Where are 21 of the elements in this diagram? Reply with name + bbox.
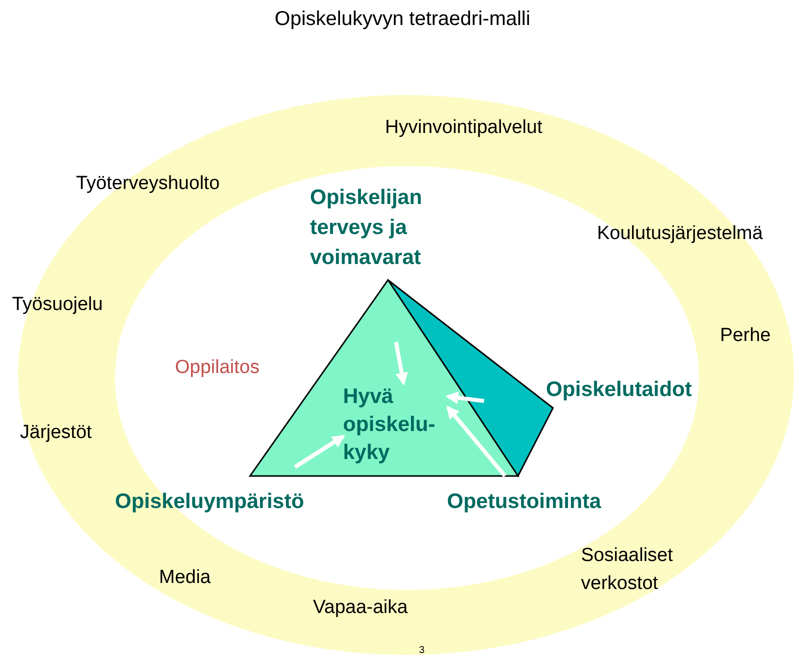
ring-label: Hyvinvointipalvelut	[385, 117, 542, 139]
ring-label: Media	[159, 567, 211, 589]
diagram-title: Opiskelukyvyn tetraedri-malli	[274, 8, 532, 31]
arrow	[445, 391, 484, 404]
arrow	[446, 406, 507, 478]
ring-label: Työsuojelu	[12, 294, 103, 316]
ring-label: Vapaa-aika	[313, 597, 408, 619]
center-label: Hyvä opiskelu- kyky	[343, 383, 448, 473]
ring-label: Sosiaaliset verkostot	[581, 544, 674, 596]
page-number: 3	[419, 645, 425, 656]
corner-label: Opiskeluympäristö	[115, 489, 304, 515]
area-label: Oppilaitos	[175, 357, 260, 379]
arrow	[394, 342, 408, 386]
corner-label: Opetustoiminta	[447, 489, 602, 515]
ring-label: Koulutusjärjestelmä	[597, 223, 763, 245]
corner-label: Opiskelijan terveys ja voimavarat	[310, 185, 424, 271]
arrow	[294, 434, 346, 469]
ring-label: Perhe	[720, 325, 771, 347]
ring-label: Järjestöt	[20, 422, 92, 444]
ring-label: Työterveyshuolto	[76, 173, 220, 195]
corner-label: Opiskelutaidot	[546, 377, 692, 403]
